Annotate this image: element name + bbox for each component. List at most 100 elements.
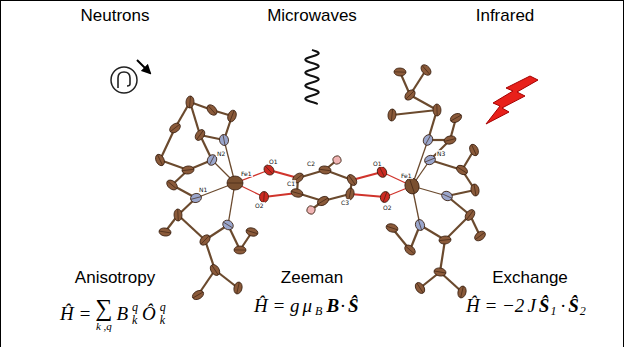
- atom-label: O2: [254, 202, 265, 209]
- atom-ellipsoid: [433, 267, 446, 277]
- atom-label: O2: [382, 204, 393, 211]
- atom-ellipsoid: [375, 165, 388, 179]
- atom-label: C3: [340, 199, 350, 206]
- ellipsoid-axis: [417, 283, 424, 293]
- atom: [414, 218, 426, 231]
- formula-symbol: Ô: [142, 304, 156, 325]
- neutron-circle: [111, 67, 137, 93]
- atom: [457, 285, 468, 299]
- atom-ellipsoid: [403, 88, 417, 102]
- label-holder: Neutrons: [81, 6, 150, 26]
- formula-part: ∑k ,q: [95, 296, 112, 332]
- term-name: Anisotropy: [75, 268, 155, 287]
- ellipsoid-axis: [405, 246, 414, 254]
- formula-part: 2: [580, 305, 586, 318]
- atom-ellipsoid: [433, 104, 441, 116]
- formula-part: Ô: [142, 304, 156, 325]
- ellipsoid-axis: [223, 222, 232, 228]
- label-holder: N1: [198, 186, 208, 193]
- ellipsoid-axis: [319, 169, 331, 171]
- ellipsoid-axis: [182, 169, 194, 170]
- atom-ellipsoid: [423, 154, 437, 166]
- ellipsoid-axis: [457, 167, 467, 174]
- atom-ellipsoid: [306, 205, 317, 216]
- atom: [440, 190, 454, 203]
- atom-ellipsoid: [168, 121, 182, 135]
- ellipsoid-axis: [471, 145, 476, 156]
- atom-ellipsoid: [332, 155, 342, 165]
- atom-ellipsoid: [233, 281, 243, 294]
- label-holder: O2: [254, 202, 265, 209]
- formula-part: J: [527, 296, 535, 317]
- atom: [385, 222, 399, 233]
- ellipsoid-axis: [474, 184, 476, 196]
- atom-ellipsoid: [158, 227, 171, 237]
- label-holder: Fe1: [400, 172, 413, 179]
- formula-part: μ: [303, 296, 313, 317]
- atom-label: O1: [372, 160, 383, 167]
- ellipsoid-axis: [391, 109, 392, 121]
- ellipsoid-axis: [425, 158, 435, 162]
- atom-ellipsoid: [449, 112, 463, 125]
- atom: [473, 229, 487, 243]
- atom: [449, 112, 463, 125]
- ellipsoid-axis: [442, 194, 452, 199]
- ellipsoid-axis: [223, 135, 225, 146]
- microwave-symbol: [305, 50, 318, 104]
- ellipsoid-axis: [177, 209, 179, 221]
- atom: [165, 178, 179, 192]
- atom: [193, 128, 207, 142]
- hamiltonian-formula: Ĥ = −2JŜ1·Ŝ2: [466, 296, 590, 317]
- ellipsoid-axis: [466, 210, 473, 220]
- atom: [306, 205, 317, 216]
- atom-ellipsoid: [198, 233, 212, 247]
- atom: [379, 190, 391, 203]
- atom-ellipsoid: [262, 163, 276, 177]
- label-holder: Infrared: [476, 6, 535, 26]
- formula-part: 1: [550, 305, 556, 318]
- formula-symbol: Ĥ = g: [254, 296, 300, 317]
- ellipsoid-axis: [291, 191, 303, 194]
- ellipsoid-axis: [425, 135, 430, 145]
- atom-ellipsoid: [226, 109, 238, 123]
- formula-part: qk: [160, 301, 166, 326]
- ellipsoid-axis: [318, 198, 328, 204]
- formula-part: Ŝ: [348, 296, 359, 317]
- atom-ellipsoid: [234, 246, 246, 254]
- formula-part: ·: [340, 296, 345, 317]
- atom-ellipsoid: [403, 176, 421, 196]
- ellipsoid-axis: [380, 167, 385, 177]
- ellipsoid-axis: [189, 96, 190, 108]
- probe-heading: Neutrons: [81, 6, 150, 25]
- atom-ellipsoid: [439, 235, 452, 244]
- ellipsoid-axis: [196, 130, 203, 140]
- formula-symbol: k ,q: [96, 321, 112, 332]
- ellipsoid-axis: [212, 265, 219, 275]
- atom-ellipsoid: [193, 128, 207, 142]
- atom: [208, 263, 221, 277]
- ellipsoid-axis: [227, 183, 243, 184]
- ellipsoid-axis: [159, 231, 171, 233]
- atom: [455, 163, 469, 176]
- atom: [433, 267, 446, 277]
- ellipsoid-axis: [383, 192, 387, 202]
- ellipsoid-axis: [201, 236, 209, 245]
- hamiltonian-formula: Ĥ = gμBB·Ŝ: [254, 296, 359, 317]
- formula-part: B: [326, 296, 339, 317]
- atom-label: C1: [286, 180, 296, 187]
- ellipsoid-axis: [394, 71, 406, 72]
- formula-symbol: B: [116, 304, 128, 325]
- atom-ellipsoid: [208, 263, 221, 277]
- atom-ellipsoid: [190, 192, 203, 204]
- atom-ellipsoid: [443, 135, 457, 146]
- atom-ellipsoid: [316, 194, 330, 207]
- atom: [403, 176, 421, 196]
- atom-ellipsoid: [182, 165, 195, 174]
- label-holder: N3: [436, 150, 446, 157]
- formula-part: Ŝ: [568, 296, 579, 317]
- atom-ellipsoid: [413, 281, 426, 295]
- atom: [319, 165, 332, 175]
- ellipsoid-axis: [418, 220, 421, 230]
